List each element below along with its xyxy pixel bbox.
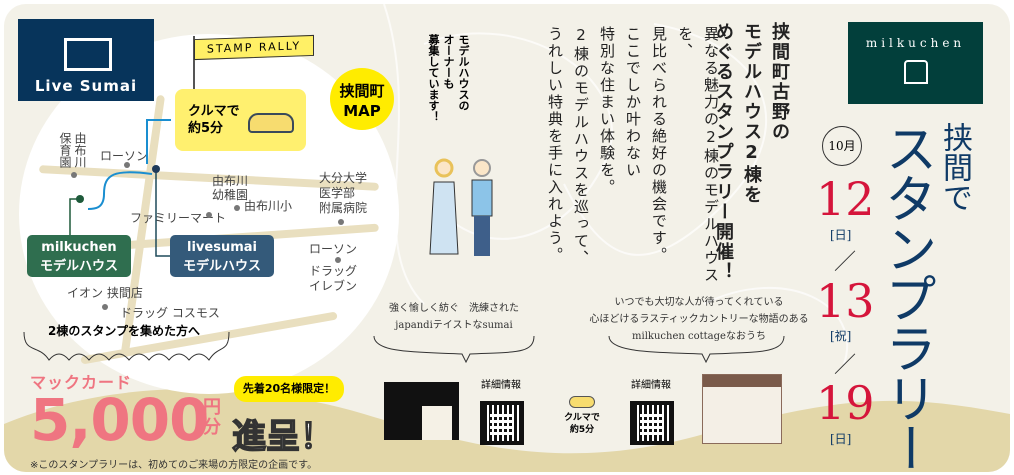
date-separator: ／ bbox=[834, 250, 857, 275]
milkuchen-house-image bbox=[702, 374, 782, 444]
contour-background bbox=[383, 4, 849, 365]
bottom-wave bbox=[4, 389, 1010, 472]
limited-badge: 先着20名様限定！ bbox=[234, 376, 344, 402]
map-place: 附属病院 bbox=[319, 201, 368, 215]
car-text: クルマで bbox=[188, 104, 240, 119]
map-place: 由布川 bbox=[73, 132, 87, 168]
car-icon bbox=[248, 113, 294, 133]
map-place: イレブン bbox=[309, 279, 358, 293]
livesumai-logo: Live Sumai bbox=[18, 19, 154, 101]
map-place: ドラッグ bbox=[309, 264, 358, 278]
map-place: ローソン bbox=[309, 242, 358, 256]
date-dow: [祝] bbox=[830, 329, 852, 343]
car-time: 約5分 bbox=[188, 121, 224, 136]
event-prefix: 挟間で bbox=[937, 122, 972, 212]
date-day: 12 bbox=[816, 172, 875, 226]
milkuchen-detail-label: 詳細情報 bbox=[631, 380, 671, 391]
reward-heading: 2棟のスタンプを集めた方へ bbox=[48, 324, 200, 338]
event-title: スタンプラリー bbox=[876, 122, 936, 472]
livesumai-qr-code[interactable] bbox=[480, 401, 524, 445]
map-place: ドラッグ コスモス bbox=[120, 306, 220, 320]
date-day: 13 bbox=[816, 274, 875, 328]
milkuchen-logo: milkuchen bbox=[848, 22, 983, 104]
date-dow: [日] bbox=[830, 228, 852, 242]
route-lines bbox=[69, 119, 174, 257]
owner-callout: モデルハウスのオーナーも募集しています！ bbox=[427, 34, 470, 122]
map-place: イオン 挟間店 bbox=[67, 286, 143, 300]
date-day: 19 bbox=[816, 376, 875, 430]
between-houses-car: クルマで約5分 bbox=[552, 396, 612, 436]
livesumai-house-image bbox=[384, 382, 459, 440]
map-place: ローソン bbox=[100, 149, 149, 163]
map-place: 由布川幼稚園 bbox=[212, 174, 249, 202]
map-place: 保育園 bbox=[58, 132, 72, 168]
people-illustration bbox=[429, 158, 493, 256]
present-text: 進呈！ bbox=[231, 416, 335, 458]
scallop-frame bbox=[23, 331, 230, 361]
reward-unit: 円分 bbox=[203, 397, 221, 438]
month-badge: 10月 bbox=[822, 126, 862, 166]
milkuchen-qr-code[interactable] bbox=[630, 401, 674, 445]
date-dow: [日] bbox=[830, 432, 852, 446]
reward-amount: 5,000 bbox=[30, 386, 209, 454]
headline: 挟間町古野のモデルハウス2棟をめぐるスタンプラリー開催！ bbox=[713, 22, 790, 282]
car-time-bubble: クルマで 約5分 bbox=[175, 89, 306, 151]
livesumai-detail-label: 詳細情報 bbox=[481, 380, 521, 391]
footnote: ※このスタンプラリーは、初めてのご来場の方限定の企画です。 bbox=[30, 460, 318, 471]
caption-braces bbox=[373, 335, 785, 364]
car-icon bbox=[569, 396, 595, 408]
date-separator: ／ bbox=[834, 353, 857, 378]
flag-pole bbox=[193, 36, 195, 90]
intro-body: 異なる魅力の2棟のモデルハウスを、見比べられる絶好の機会です。ここでしか叶わない… bbox=[546, 26, 720, 284]
map-place: ファミリーマート bbox=[130, 211, 227, 225]
map-place: 医学部 bbox=[319, 186, 356, 200]
mac-card-label: マックカード bbox=[30, 373, 133, 392]
map-place: 大分大学 bbox=[319, 171, 368, 185]
map-place: 由布川小 bbox=[244, 199, 293, 213]
